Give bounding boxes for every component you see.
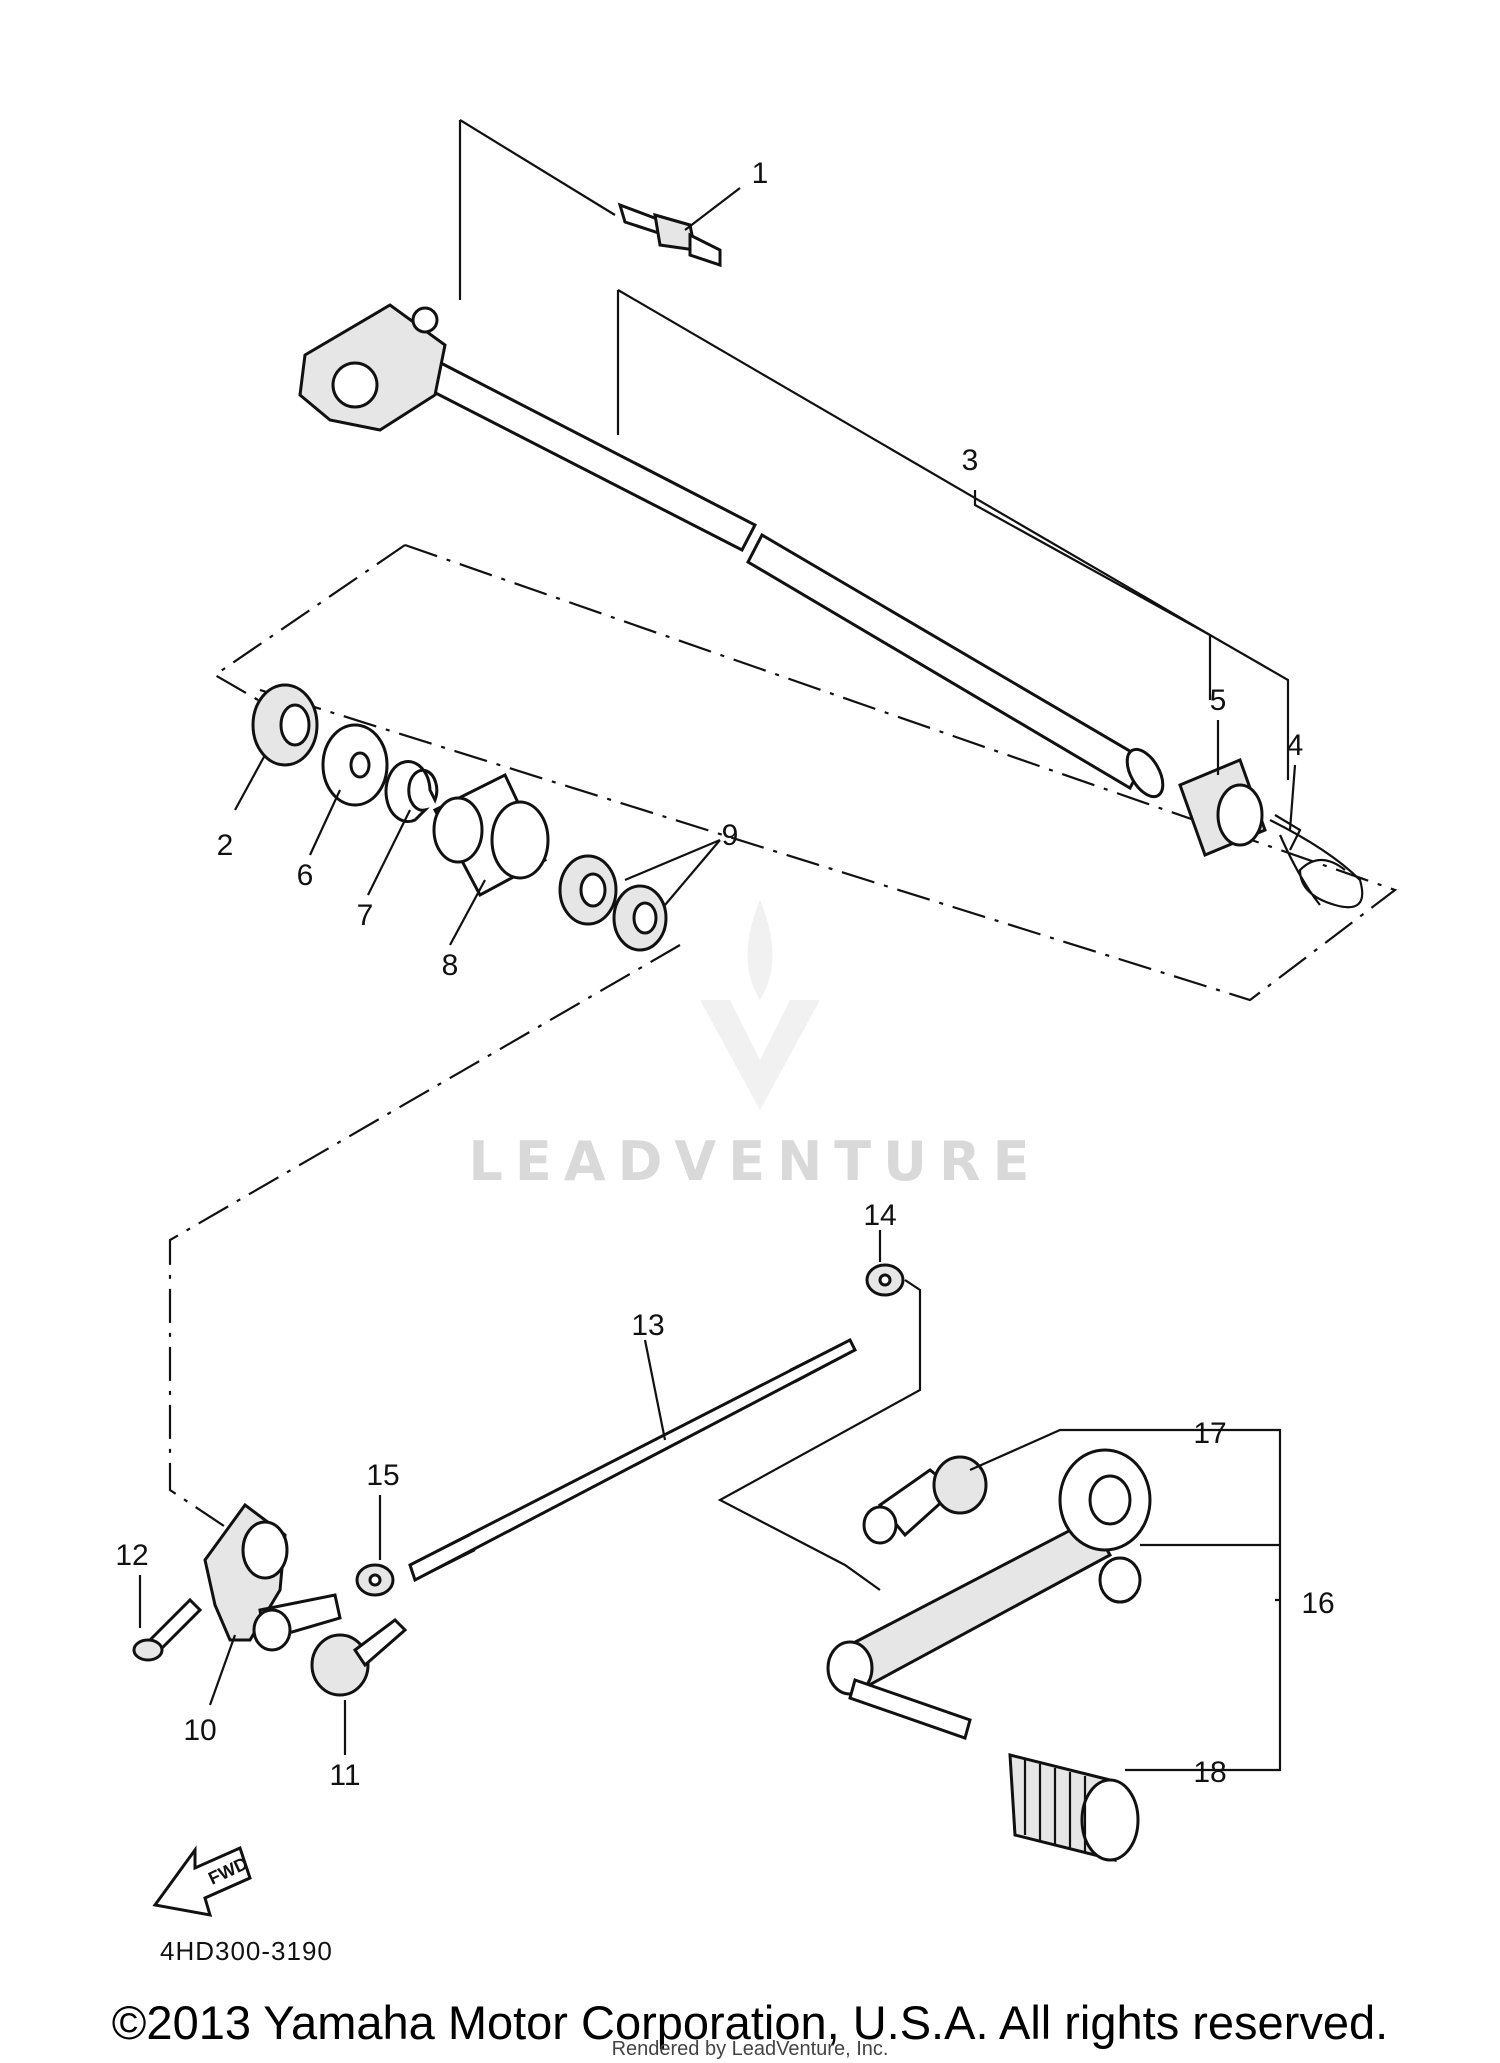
callout-5: 5: [1210, 684, 1227, 717]
callout-1: 1: [752, 157, 769, 190]
callout-10: 10: [183, 1714, 216, 1747]
forward-arrow-icon: FWD: [152, 1845, 252, 1917]
callout-4: 4: [1287, 729, 1304, 762]
bolt-part12: [132, 1597, 203, 1662]
callout-6: 6: [297, 859, 314, 892]
callout-14: 14: [863, 1199, 896, 1232]
copyright-text: ©2013 Yamaha Motor Corporation, U.S.A. A…: [111, 1996, 1389, 2049]
bolt-part1: [617, 202, 722, 268]
shift-shaft: [298, 303, 1165, 799]
oil-seal-part2: [251, 683, 319, 767]
callout-2: 2: [217, 829, 234, 862]
nut-part14: [865, 1263, 905, 1297]
callout-16: 16: [1301, 1587, 1334, 1620]
watermark-logo: [700, 900, 820, 1110]
rendered-by-text: Rendered by LeadVenture, Inc.: [611, 2038, 889, 2060]
collar-part5: [1178, 758, 1267, 857]
callout-9: 9: [722, 819, 739, 852]
washer-part6: [321, 723, 389, 807]
lower-link-outline: [168, 944, 681, 1531]
pedal-rubber-part18: [1008, 1753, 1140, 1862]
watermark-text: LEADVENTURE: [469, 1130, 1042, 1193]
callout-8: 8: [442, 949, 459, 982]
callout-12: 12: [115, 1539, 148, 1572]
joint-part11: [310, 1618, 408, 1697]
callout-7: 7: [357, 899, 374, 932]
bush-part9-b: [612, 884, 668, 952]
shift-pedal-part16: [826, 1448, 1152, 1740]
callout-11: 11: [329, 1759, 360, 1792]
circlip-part7: [384, 760, 439, 824]
callout-18: 18: [1193, 1756, 1226, 1789]
joint-part17: [862, 1455, 988, 1545]
callout-15: 15: [366, 1459, 399, 1492]
shift-arm-part10: [203, 1502, 342, 1652]
shift-rod-part13: [408, 1337, 858, 1583]
rod-bracket: [717, 1279, 922, 1591]
diagram-code: 4HD300-3190: [160, 1936, 333, 1966]
upper-group-outline: [212, 543, 1398, 1002]
shaft-leader-bracket: [458, 119, 616, 300]
collar-part8: [432, 772, 550, 898]
callout-3: 3: [962, 444, 979, 477]
callout-13: 13: [631, 1309, 664, 1342]
spring-part4: [1269, 814, 1364, 909]
leaders: [138, 187, 1297, 1772]
callout-17: 17: [1193, 1417, 1226, 1450]
nut-part15: [355, 1563, 395, 1597]
bush-part9-a: [558, 854, 618, 926]
